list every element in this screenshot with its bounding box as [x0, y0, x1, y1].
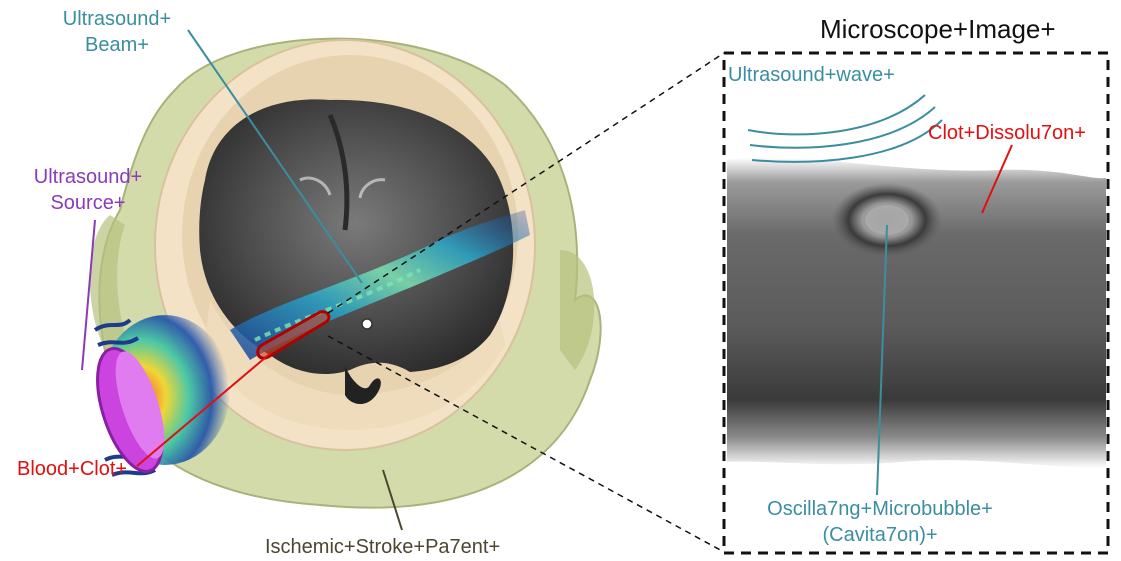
blood-clot-label: Blood+Clot+: [17, 456, 127, 482]
microbubble-label: Oscilla7ng+Microbubble+ (Cavita7on)+: [735, 496, 1025, 548]
ultrasound-beam-line-2: Beam+: [32, 32, 202, 58]
microbubble-line-1: Oscilla7ng+Microbubble+: [735, 496, 1025, 522]
microscope-title: Microscope+Image+: [820, 13, 1056, 45]
ultrasound-beam-label: Ultrasound+ Beam+: [32, 6, 202, 58]
ultrasound-source-line-2: Source+: [8, 190, 168, 216]
patient-label: Ischemic+Stroke+Pa7ent+: [265, 534, 500, 560]
ultrasound-source-label: Ultrasound+ Source+: [8, 164, 168, 216]
ultrasound-wave-label: Ultrasound+wave+: [728, 62, 895, 88]
ultrasound-beam-line-1: Ultrasound+: [32, 6, 202, 32]
microbubble-line-2: (Cavita7on)+: [735, 522, 1025, 548]
ultrasound-source-line-1: Ultrasound+: [8, 164, 168, 190]
clot-dissolution-label: Clot+Dissolu7on+: [928, 120, 1086, 146]
